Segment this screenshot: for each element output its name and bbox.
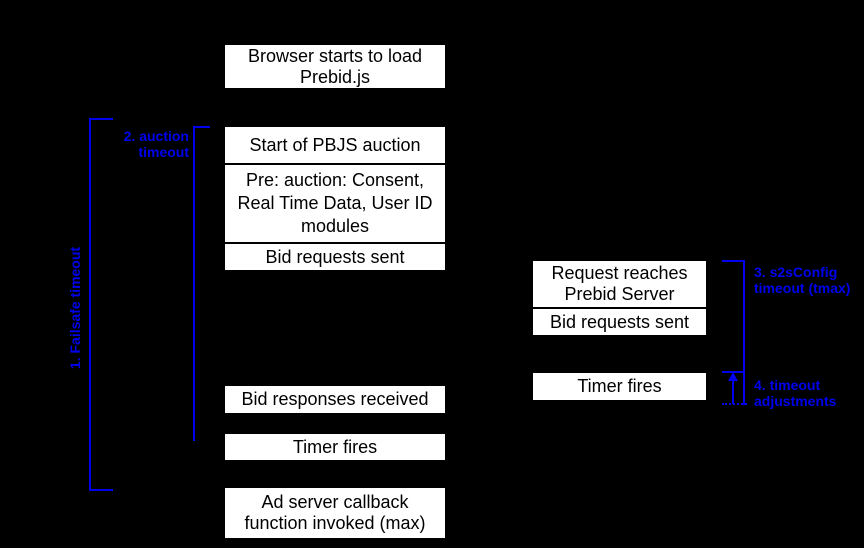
failsafe-timeout-label: 1. Failsafe timeout	[67, 246, 83, 370]
timeout-adjustments-label: 4. timeout adjustments	[754, 377, 837, 409]
adjustment-dotted-line	[722, 403, 747, 405]
adjustment-arrow-shaft	[732, 380, 734, 404]
box-browser-load: Browser starts to load Prebid.js	[225, 45, 445, 88]
up-arrow-icon	[728, 372, 738, 381]
box-bid-requests-sent-right: Bid requests sent	[533, 309, 706, 335]
auction-timeout-bracket	[193, 126, 210, 441]
box-timer-fires-right: Timer fires	[533, 373, 706, 400]
box-timer-fires-left: Timer fires	[225, 434, 445, 460]
box-ad-server-callback: Ad server callback function invoked (max…	[225, 488, 445, 538]
box-pre-auction-modules: Pre: auction: Consent, Real Time Data, U…	[225, 165, 445, 242]
box-auction-start: Start of PBJS auction	[225, 127, 445, 163]
box-bid-requests-sent-left: Bid requests sent	[225, 244, 445, 270]
auction-timeout-label: 2. auction timeout	[123, 128, 189, 160]
failsafe-timeout-bracket	[89, 118, 113, 491]
box-bid-responses-received: Bid responses received	[225, 386, 445, 413]
box-request-reaches-prebid-server: Request reaches Prebid Server	[533, 261, 706, 307]
adjustment-bracket-line	[743, 371, 745, 405]
s2sconfig-timeout-bracket	[722, 260, 745, 373]
s2sconfig-timeout-label: 3. s2sConfig timeout (tmax)	[754, 264, 851, 296]
